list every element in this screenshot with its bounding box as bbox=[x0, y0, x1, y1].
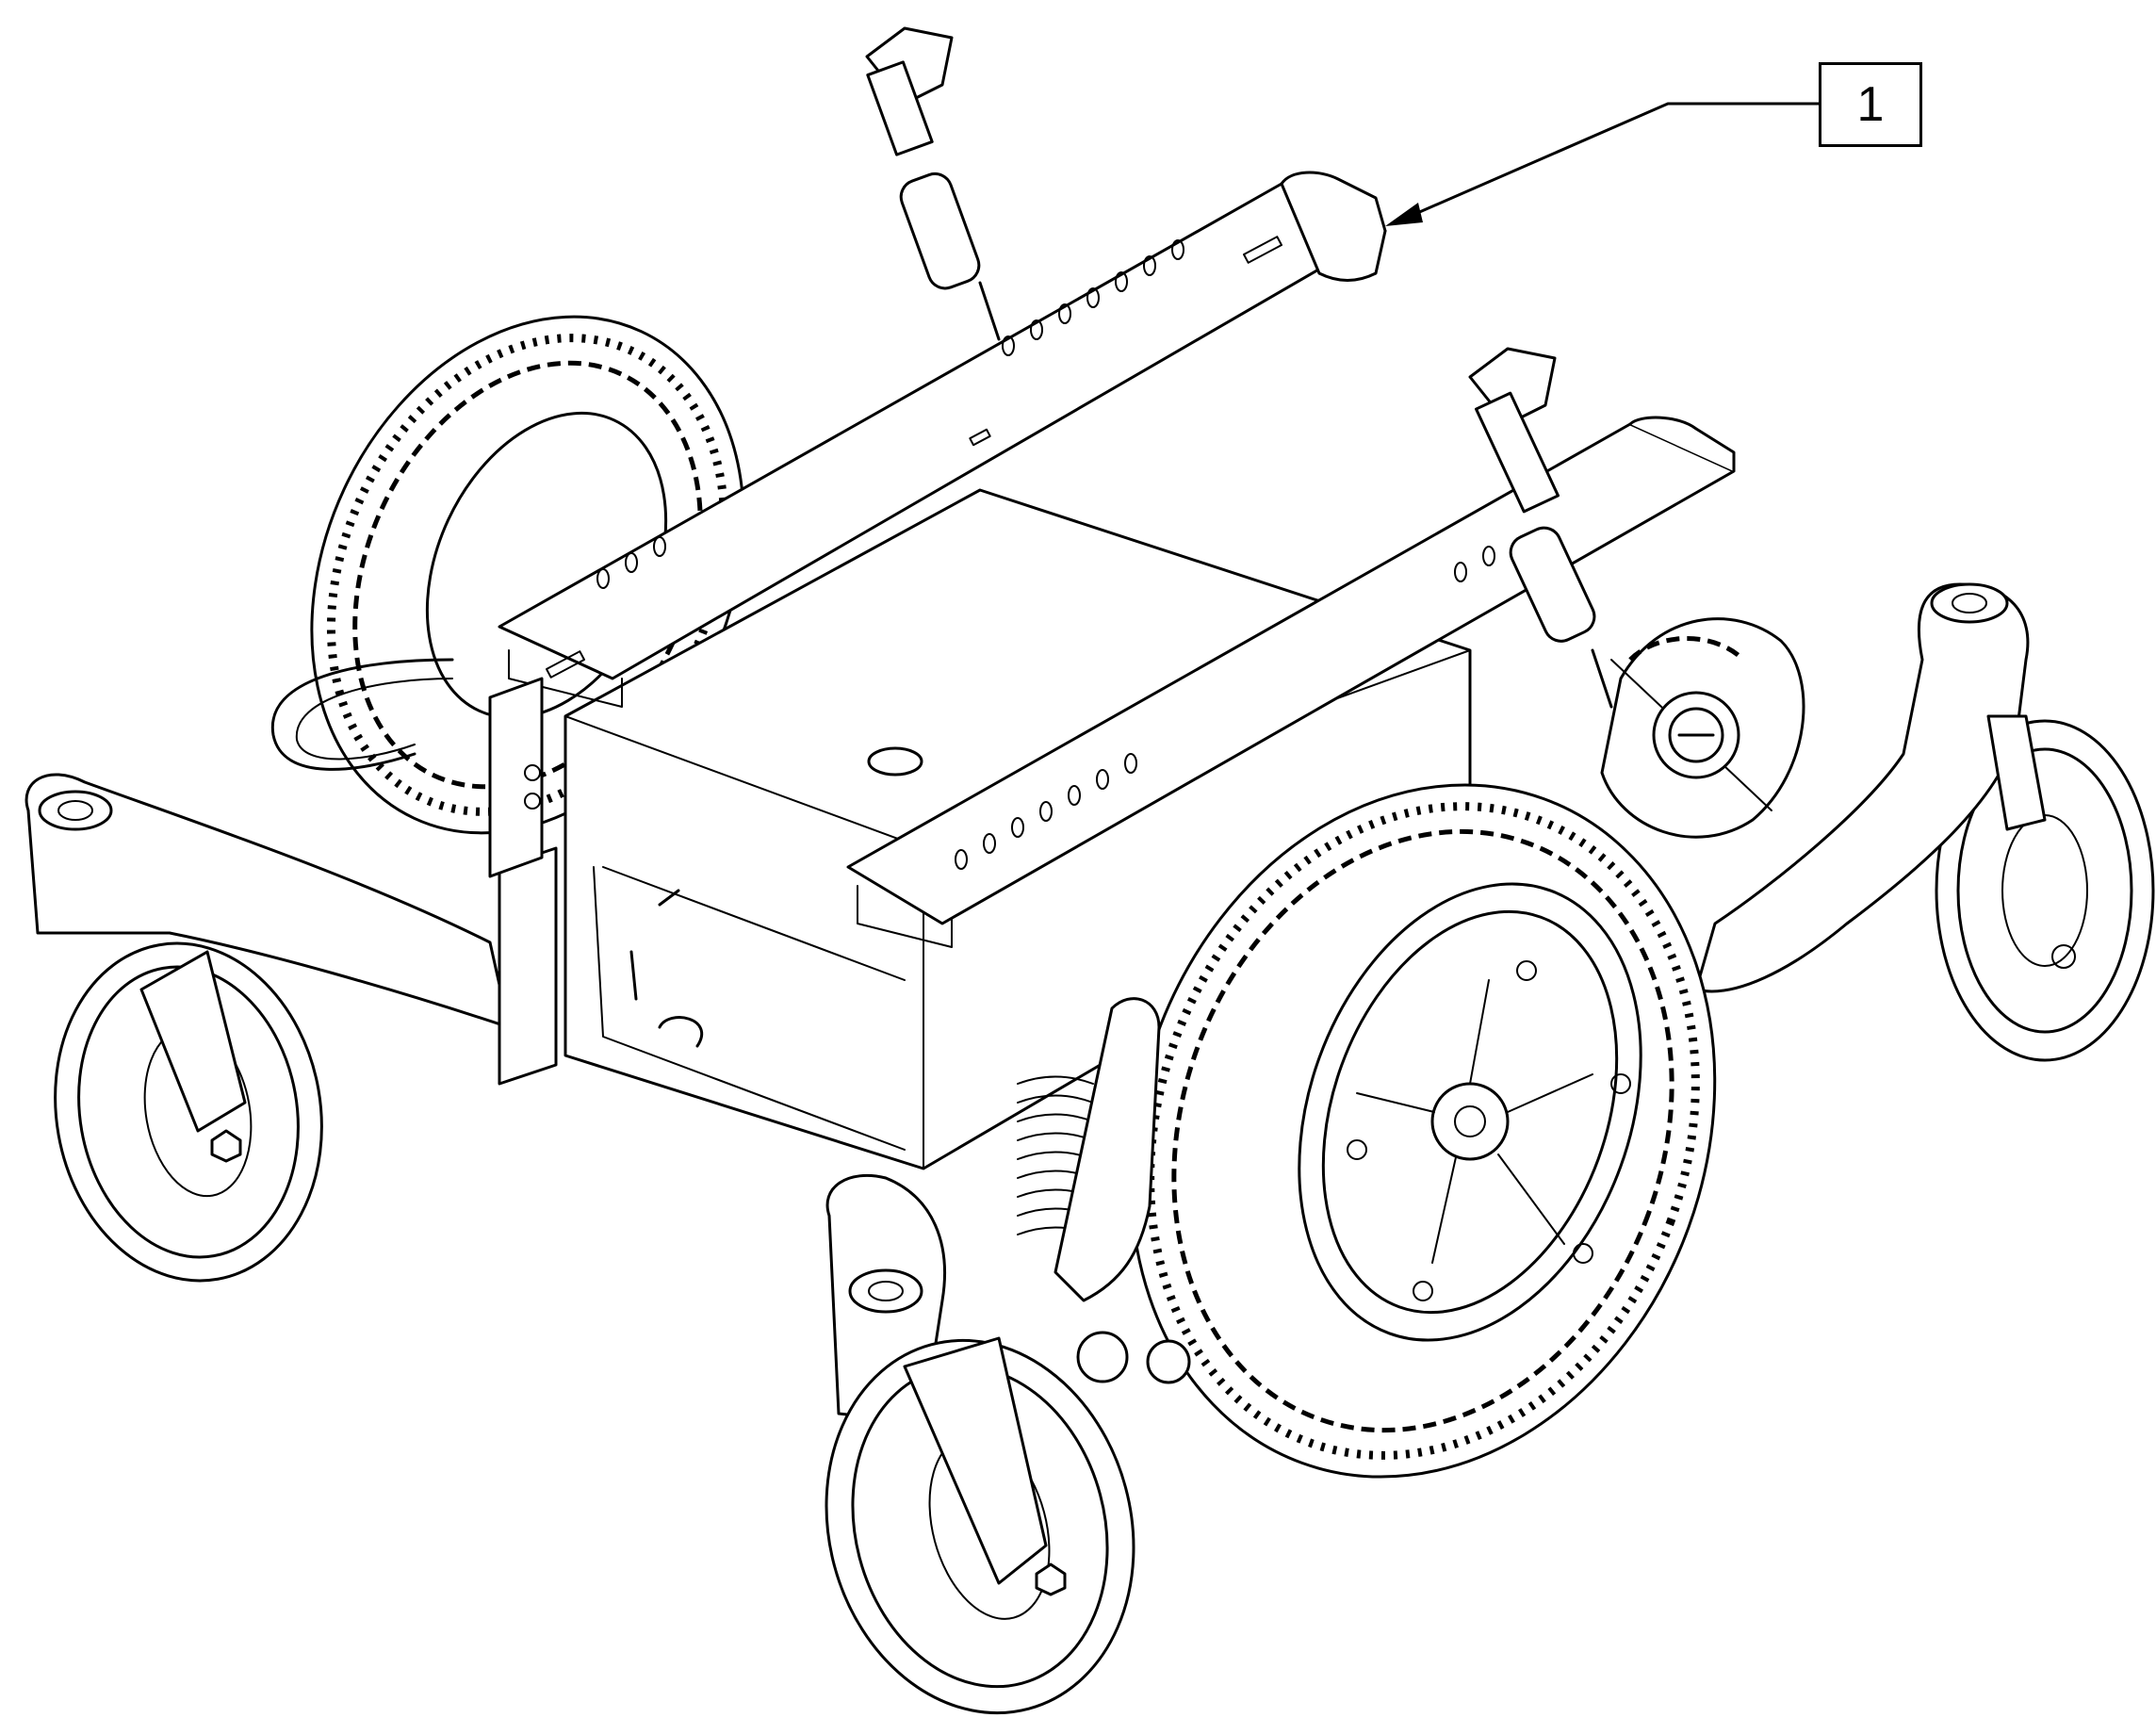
drive-wheel-hub bbox=[1347, 960, 1631, 1301]
motor-assembly-right bbox=[1600, 617, 1805, 839]
side-grab-handle bbox=[270, 658, 454, 771]
suspension-spring bbox=[1017, 997, 1191, 1384]
front-center-caster-wheel bbox=[825, 1336, 1135, 1715]
rear-right-caster-arm bbox=[1694, 582, 2047, 993]
front-left-caster-arm bbox=[24, 773, 511, 1029]
callout-item-1[interactable]: 1 bbox=[1819, 62, 1922, 147]
seat-actuator-left bbox=[865, 26, 1001, 341]
front-right-drive-wheel bbox=[1129, 783, 1717, 1479]
frame-post-left bbox=[488, 677, 558, 1086]
frame-adjustment-holes bbox=[596, 239, 1495, 870]
seat-actuator-right bbox=[1468, 347, 1613, 709]
front-left-caster-wheel bbox=[54, 941, 323, 1283]
callout-leader-arrow bbox=[1385, 102, 1821, 226]
callout-label: 1 bbox=[1856, 77, 1885, 132]
